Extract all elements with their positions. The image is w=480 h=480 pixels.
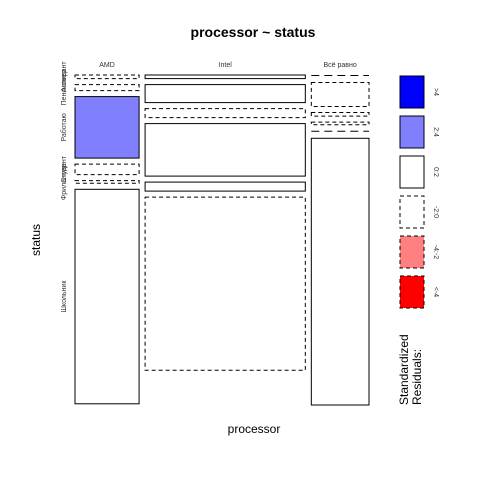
mosaic-tiles (74, 74, 370, 406)
y-tick-label-2: Работаю (60, 113, 68, 141)
mosaic-cell-1-1 (144, 84, 306, 104)
y-tick-label-3: Студент (61, 155, 68, 182)
legend-title-line1: Standardized (397, 334, 411, 405)
mosaic-cell-1-3 (144, 123, 306, 177)
mosaic-cell-2-5 (310, 137, 370, 406)
legend-swatch-1 (399, 115, 425, 149)
mosaic-cell-1-2 (144, 108, 306, 119)
mosaic-cell-0-3 (74, 163, 140, 176)
mosaic-cell-1-0 (144, 74, 306, 80)
x-tick-label-1: Intel (219, 62, 233, 69)
legend-swatch-3 (399, 195, 425, 229)
mosaic-cell-1-4 (144, 181, 306, 192)
mosaic-cell-0-5 (74, 188, 140, 405)
mosaic-cell-2-2 (310, 112, 370, 117)
legend-label-3: -2:0 (432, 206, 439, 218)
y-tick-labels: АспирантПенсионерРаботаюСтудентФрилансер… (60, 61, 68, 313)
legend-label-0: >4 (432, 88, 439, 96)
mosaic-cell-1-5 (144, 196, 306, 371)
mosaic-cell-0-2 (74, 96, 140, 159)
y-tick-label-0: Аспирант (61, 61, 68, 93)
legend-label-4: -4:-2 (432, 245, 439, 260)
x-tick-label-0: AMD (99, 62, 115, 69)
legend-swatch-0 (399, 75, 425, 109)
y-axis-title: status (29, 224, 43, 256)
mosaic-cell-0-1 (74, 84, 140, 92)
legend-label-5: <-4 (432, 287, 439, 297)
mosaic-cell-2-3 (310, 121, 370, 126)
y-tick-label-4: Фрилансер (61, 164, 68, 200)
legend-title-line2: Residuals: (410, 349, 424, 405)
legend-label-1: 2:4 (432, 127, 439, 137)
chart-title: processor ~ status (191, 24, 316, 40)
y-tick-label-5: Школьник (61, 280, 68, 313)
legend-swatch-2 (399, 155, 425, 189)
x-tick-label-2: Всё равно (324, 62, 357, 69)
legend-swatch-4 (399, 235, 425, 269)
y-tick-label-1: Пенсионер (61, 70, 68, 106)
x-tick-labels: AMD Intel Всё равно (99, 62, 357, 69)
mosaic-cell-0-0 (74, 74, 140, 80)
legend-swatch-5 (399, 275, 425, 309)
legend-label-2: 0:2 (432, 167, 439, 177)
mosaic-cell-2-1 (310, 82, 370, 107)
mosaic-cell-0-4 (74, 180, 140, 184)
residual-legend: Standardized Residuals: >4 2:4 0:2 -2:0 -4:-… (397, 75, 439, 405)
x-axis-title: processor (228, 422, 281, 436)
